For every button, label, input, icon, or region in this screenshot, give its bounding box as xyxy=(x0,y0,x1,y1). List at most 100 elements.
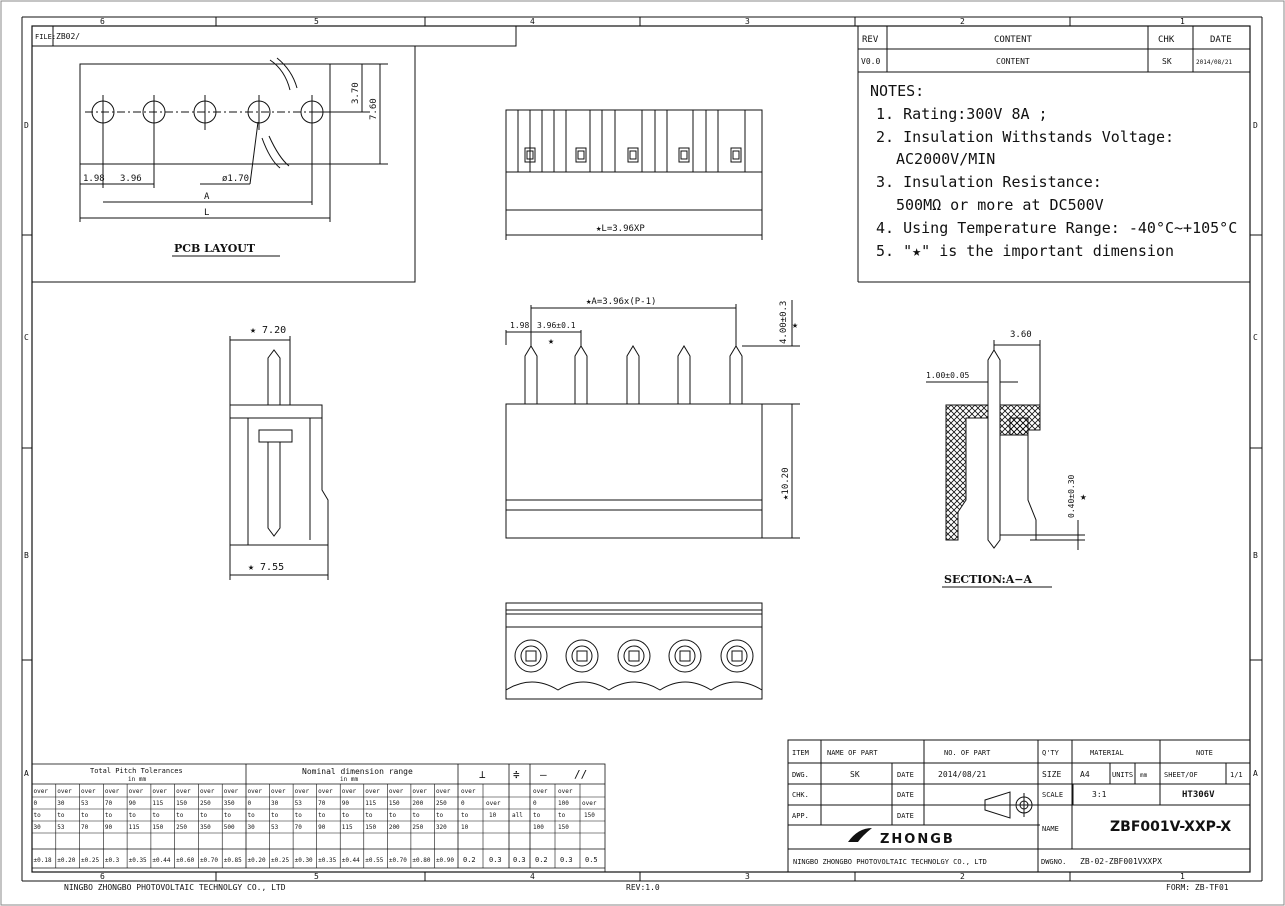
no-of-part-label: NO. OF PART xyxy=(944,749,991,757)
perp-range-from: 0 xyxy=(461,800,465,807)
nominal-to-label: to xyxy=(412,812,420,819)
dim-l: L xyxy=(204,208,209,218)
nominal-over-label: over xyxy=(248,788,263,795)
pitch-range-from: 30 xyxy=(57,800,65,807)
content-header: CONTENT xyxy=(994,35,1033,45)
nominal-range-from: 0 xyxy=(248,800,252,807)
flat-range-from: over xyxy=(582,800,597,807)
note-label: NOTE xyxy=(1196,749,1213,757)
company-logo-text: ZHONGB xyxy=(880,832,955,847)
note-line: 1. Rating:300V 8A ; xyxy=(876,105,1048,123)
flat-tolerance: 0.2 xyxy=(535,856,548,864)
pitch-range-from: 150 xyxy=(176,800,187,807)
perp-to-label: to xyxy=(461,812,469,819)
qty-label: Q'TY xyxy=(1042,749,1060,757)
pitch-tolerance: ±0.20 xyxy=(57,857,75,864)
dwgno-label: DWGNO. xyxy=(1041,858,1066,866)
flat-range-from: 0 xyxy=(533,800,537,807)
zone-label-bottom: 3 xyxy=(745,872,750,881)
nominal-tolerance: ±0.55 xyxy=(365,857,383,864)
pcb-layout-view xyxy=(31,45,416,283)
flat-to-label: to xyxy=(558,812,566,819)
pitch-range-to: 350 xyxy=(200,824,211,831)
flat-to-label: to xyxy=(533,812,541,819)
important-star: ★ xyxy=(548,336,554,347)
nominal-to-label: to xyxy=(248,812,256,819)
file-label: FILE: xyxy=(35,33,56,41)
nominal-range-to: 250 xyxy=(412,824,423,831)
bottom-view xyxy=(505,602,763,700)
nominal-tolerance: ±0.44 xyxy=(342,857,360,864)
pitch-range-from: 53 xyxy=(81,800,89,807)
dim-a-formula: ★A=3.96x(P-1) xyxy=(586,297,656,307)
dim-1-00: 1.00±0.05 xyxy=(926,371,970,380)
nominal-over-label: over xyxy=(318,788,333,795)
note-line: 2. Insulation Withstands Voltage: xyxy=(876,128,1174,146)
pitch-tolerance: ±0.85 xyxy=(224,857,242,864)
section-caption: SECTION:A−A xyxy=(944,573,1032,586)
zone-label-side: A xyxy=(1253,769,1258,778)
nominal-tolerance: ±0.70 xyxy=(389,857,407,864)
zone-label-bottom: 6 xyxy=(100,872,105,881)
date-label: DATE xyxy=(897,771,914,779)
date-label: DATE xyxy=(897,812,914,820)
nominal-tolerance: ±0.80 xyxy=(412,857,430,864)
zone-label-side: D xyxy=(24,121,29,130)
zone-ruler-top xyxy=(21,16,1263,882)
zone-label-top: 1 xyxy=(1180,17,1185,26)
company-name: NINGBO ZHONGBO PHOTOVOLTAIC TECHNOLGY CO… xyxy=(793,858,987,866)
pitch-tol-unit: in mm xyxy=(128,776,146,783)
pitch-range-from: 70 xyxy=(105,800,113,807)
dim-7-60: 7.60 xyxy=(369,98,379,120)
scale-label: SCALE xyxy=(1042,791,1063,799)
nominal-over-label: over xyxy=(342,788,357,795)
pitch-range-to: 250 xyxy=(176,824,187,831)
nominal-title: Nominal dimension range xyxy=(302,767,413,776)
nominal-tolerance: ±0.20 xyxy=(248,857,266,864)
zone-label-side: D xyxy=(1253,121,1258,130)
pitch-range-to: 53 xyxy=(57,824,65,831)
pitch-range-to: 70 xyxy=(81,824,89,831)
tolerance-cells: over0to30±0.18over30to53±0.20over53to70±… xyxy=(34,788,598,864)
nominal-to-label: to xyxy=(342,812,350,819)
units-value: mm xyxy=(1140,772,1148,779)
nominal-to-label: to xyxy=(318,812,326,819)
symmetry-symbol: ≑ xyxy=(513,768,520,781)
flat-over-label: over xyxy=(558,788,573,795)
symmetry-all-label: all xyxy=(512,812,523,819)
nominal-to-label: to xyxy=(365,812,373,819)
zone-label-bottom: 4 xyxy=(530,872,535,881)
perp-tolerance: 0.2 xyxy=(463,856,476,864)
pitch-range-to: 30 xyxy=(34,824,42,831)
notes-title: NOTES: xyxy=(870,82,924,100)
zone-label-bottom: 1 xyxy=(1180,872,1185,881)
nominal-range-to: 150 xyxy=(365,824,376,831)
pitch-to-label: to xyxy=(105,812,113,819)
nominal-range-from: 150 xyxy=(389,800,400,807)
nominal-over-label: over xyxy=(295,788,310,795)
drawing-frame xyxy=(31,25,1251,873)
dim-7-55: ★ 7.55 xyxy=(248,562,284,573)
rev-header: REV xyxy=(862,35,879,45)
perpendicularity-symbol: ⊥ xyxy=(479,768,486,781)
zone-label-top: 5 xyxy=(314,17,319,26)
date-value: 2014/08/21 xyxy=(1196,59,1233,66)
pitch-tolerance: ±0.35 xyxy=(129,857,147,864)
dwg-date: 2014/08/21 xyxy=(938,770,986,779)
perp-tolerance: 0.3 xyxy=(489,856,502,864)
scale-value: 3:1 xyxy=(1092,790,1107,799)
flat-range-to: 150 xyxy=(584,812,595,819)
dim-a: A xyxy=(204,192,210,202)
perp-over-label: over xyxy=(461,788,476,795)
zone-label-bottom: 5 xyxy=(314,872,319,881)
rev-value: V0.0 xyxy=(861,57,880,66)
flat-over-label: over xyxy=(533,788,548,795)
pitch-range-to: 115 xyxy=(129,824,140,831)
nominal-range-to: 115 xyxy=(342,824,353,831)
nominal-range-from: 53 xyxy=(295,800,303,807)
zone-label-side: C xyxy=(1253,333,1258,342)
nominal-range-from: 200 xyxy=(412,800,423,807)
pitch-to-label: to xyxy=(176,812,184,819)
footer-revision: REV:1.0 xyxy=(626,883,660,892)
zone-label-top: 3 xyxy=(745,17,750,26)
